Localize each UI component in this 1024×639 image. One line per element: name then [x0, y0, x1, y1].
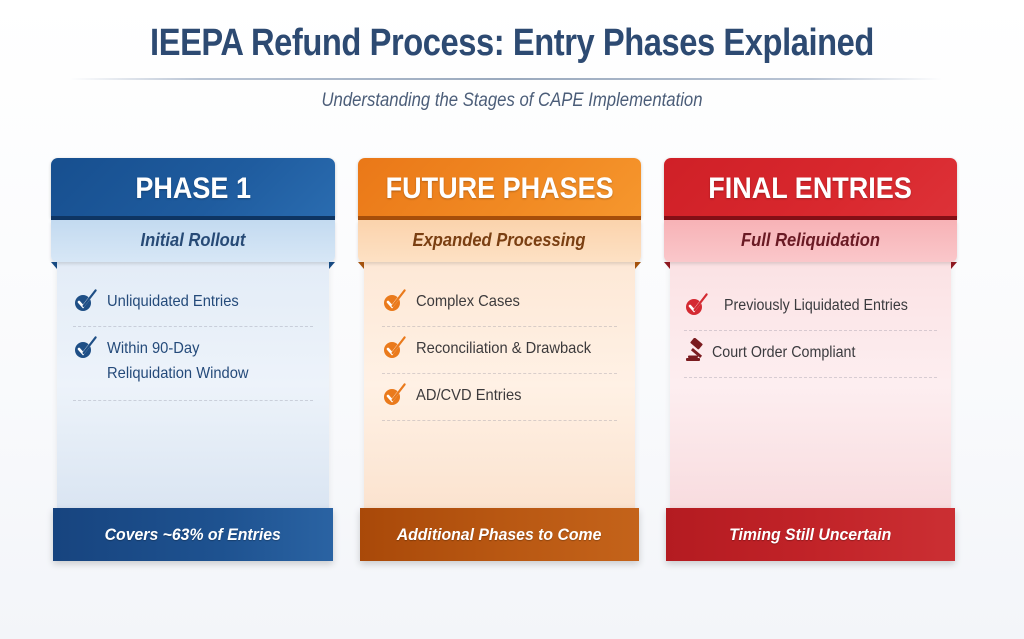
ribbon-fold-left — [358, 262, 364, 269]
ribbon-fold-right — [951, 262, 957, 269]
item-text: AD/CVD Entries — [416, 387, 522, 404]
footer-text: Timing Still Uncertain — [729, 525, 892, 544]
item-text: Reconciliation & Drawback — [416, 340, 592, 357]
card-header: FUTURE PHASES — [358, 158, 641, 218]
list-item: Complex Cases — [382, 280, 617, 327]
card-subheader: Expanded Processing — [358, 220, 641, 262]
ribbon-fold-left — [51, 262, 57, 269]
checkmark-icon — [384, 383, 406, 405]
checkmark-icon — [75, 336, 97, 358]
ribbon-fold-right — [635, 262, 641, 269]
card-subtitle: Full Reliquidation — [741, 230, 880, 250]
card-body: Previously Liquidated Entries Court Orde… — [670, 262, 951, 508]
card-subtitle: Initial Rollout — [140, 230, 246, 250]
card-subheader: Initial Rollout — [51, 220, 335, 262]
checkmark-icon — [384, 336, 406, 358]
card-footer: Additional Phases to Come — [360, 508, 639, 561]
item-text: Unliquidated Entries — [107, 293, 239, 310]
card-title: FINAL ENTRIES — [708, 172, 913, 205]
card-footer: Timing Still Uncertain — [666, 508, 955, 561]
list-item: Previously Liquidated Entries — [684, 284, 937, 331]
list-item: Reconciliation & Drawback — [382, 327, 617, 374]
checkmark-icon — [686, 293, 708, 315]
checkmark-icon — [384, 289, 406, 311]
item-text: Within 90-Day — [107, 340, 200, 357]
card-body: Complex Cases Reconciliation & Drawback … — [364, 262, 635, 508]
footer-text: Covers ~63% of Entries — [104, 525, 282, 544]
page-title: IEEPA Refund Process: Entry Phases Expla… — [150, 22, 874, 64]
footer-text: Additional Phases to Come — [397, 525, 602, 544]
ribbon-fold-left — [664, 262, 670, 269]
item-text: Complex Cases — [416, 293, 520, 310]
title-divider — [70, 78, 942, 80]
card-header: PHASE 1 — [51, 158, 335, 218]
card-subheader: Full Reliquidation — [664, 220, 957, 262]
card-subtitle: Expanded Processing — [412, 230, 587, 250]
list-item: AD/CVD Entries — [382, 374, 617, 421]
item-text-line-2: Reliquidation Window — [107, 365, 249, 382]
card-title: FUTURE PHASES — [385, 172, 614, 205]
card-title: PHASE 1 — [135, 172, 251, 205]
list-item: Court Order Compliant — [684, 331, 937, 378]
checkmark-icon — [75, 289, 97, 311]
header-band — [51, 216, 335, 220]
header-band — [664, 216, 957, 220]
page-subtitle: Understanding the Stages of CAPE Impleme… — [321, 90, 703, 111]
list-item: Within 90-Day Reliquidation Window — [73, 327, 313, 401]
item-text: Court Order Compliant — [712, 344, 856, 361]
card-body: Unliquidated Entries Within 90-Day Reliq… — [57, 262, 329, 508]
card-header: FINAL ENTRIES — [664, 158, 957, 218]
ribbon-fold-right — [329, 262, 335, 269]
card-footer: Covers ~63% of Entries — [53, 508, 333, 561]
gavel-icon — [686, 338, 703, 361]
list-item: Unliquidated Entries — [73, 280, 313, 327]
item-text: Previously Liquidated Entries — [724, 297, 908, 314]
header-band — [358, 216, 641, 220]
